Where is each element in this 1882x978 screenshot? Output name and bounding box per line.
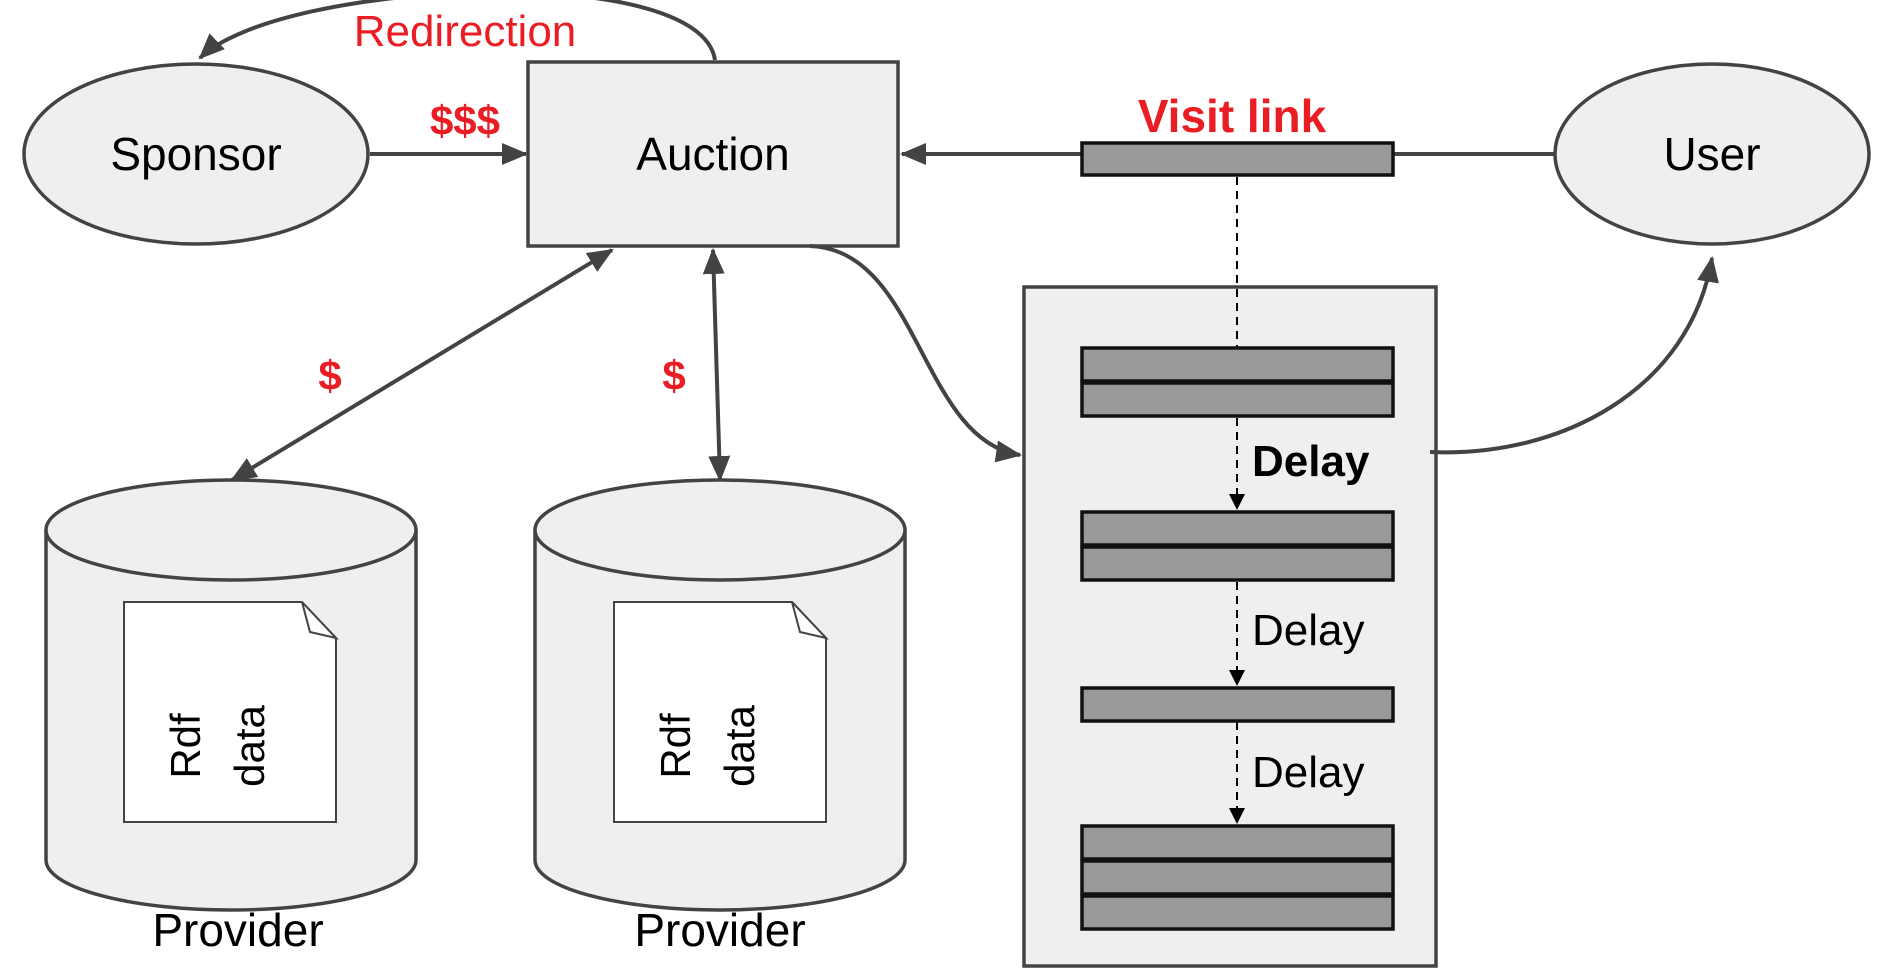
result-group-4 (1080, 824, 1395, 931)
result-group-2 (1080, 510, 1395, 582)
redirection-edge (198, 0, 717, 61)
rdf-document-left-icon (123, 601, 337, 823)
auction-provider-right-edge (702, 248, 731, 482)
result-group-1 (1080, 346, 1395, 418)
provider-left-label: Provider (152, 904, 323, 956)
visit-link-bar (1080, 141, 1395, 177)
auction-node (526, 60, 900, 248)
delay-second-label: Delay (1252, 606, 1365, 655)
rdf-document-right-icon (613, 601, 827, 823)
visit-link-label: Visit link (1138, 90, 1327, 142)
delay-first-label: Delay (1252, 437, 1370, 486)
delay-third-label: Delay (1252, 748, 1365, 797)
provider-right-node: Rdf data (533, 478, 907, 912)
rdf-line1-right: Rdf (652, 713, 699, 779)
rdf-line1-left: Rdf (162, 713, 209, 779)
redirection-label: Redirection (354, 7, 577, 56)
provider-left-payment-label: $ (318, 352, 341, 399)
result-group-3 (1080, 686, 1395, 723)
user-label: User (1663, 128, 1760, 180)
auction-label: Auction (636, 128, 789, 180)
panel-to-user-edge (1429, 256, 1719, 455)
sponsor-node (22, 62, 370, 246)
provider-right-label: Provider (634, 904, 805, 956)
rdf-line2-right: data (716, 704, 763, 786)
auction-provider-left-edge (230, 248, 614, 482)
sponsor-payment-label: $$$ (430, 97, 500, 144)
rdf-line2-left: data (226, 704, 273, 786)
provider-left-node: Rdf data (44, 478, 418, 912)
provider-right-payment-label: $ (662, 352, 685, 399)
auction-to-panel-edge (809, 244, 1022, 463)
sponsor-label: Sponsor (110, 128, 281, 180)
